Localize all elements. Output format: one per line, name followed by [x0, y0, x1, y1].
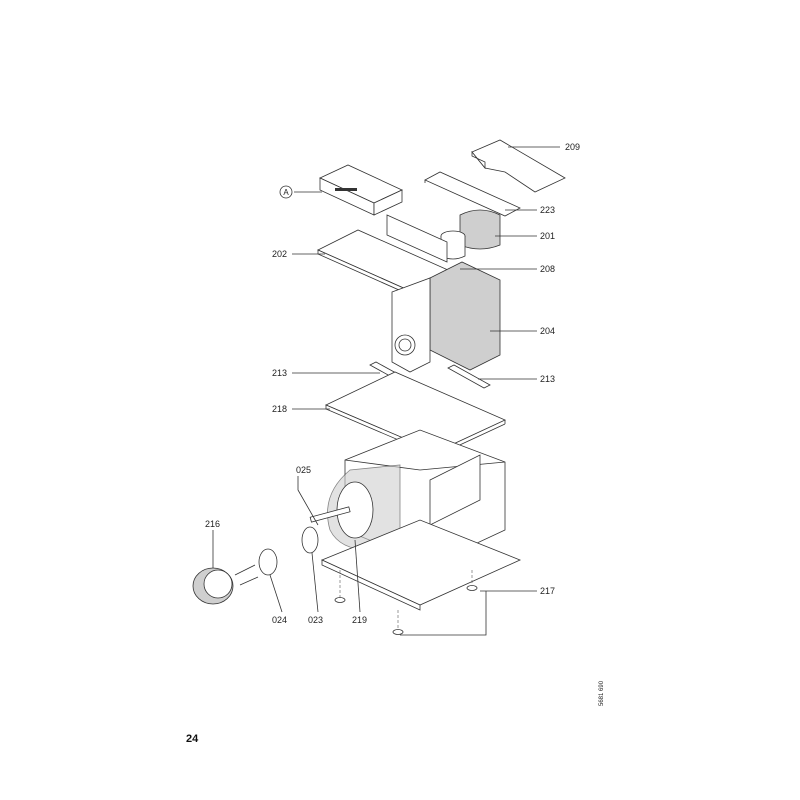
part-219-boiler-block — [309, 429, 506, 566]
callout-223: 223 — [540, 205, 555, 215]
callout-208: 208 — [540, 264, 555, 274]
callout-218: 218 — [272, 404, 287, 414]
callout-219: 219 — [352, 615, 367, 625]
part-217-base-frame — [320, 519, 522, 635]
callout-023: 023 — [308, 615, 323, 625]
drawing-id: 5681 690 — [599, 680, 605, 706]
part-208-bracket — [386, 214, 448, 263]
part-201-flue-pipe — [440, 209, 501, 260]
callout-213-right: 213 — [540, 374, 555, 384]
callout-a: A — [283, 188, 289, 197]
callout-202: 202 — [272, 249, 287, 259]
callout-201: 201 — [540, 231, 555, 241]
callout-216: 216 — [205, 519, 220, 529]
part-209-cover — [471, 139, 566, 193]
part-223-panel — [424, 171, 521, 217]
part-a-control-unit — [319, 164, 403, 216]
callout-025: 025 — [296, 465, 311, 475]
callout-204: 204 — [540, 326, 555, 336]
part-204-heat-exchanger — [391, 261, 501, 373]
callout-209: 209 — [565, 142, 580, 152]
callout-a-circle — [279, 185, 293, 199]
callout-217: 217 — [540, 586, 555, 596]
part-024-flange — [234, 548, 278, 586]
callout-024: 024 — [272, 615, 287, 625]
part-023-gasket — [301, 526, 319, 554]
leader-lines — [212, 146, 560, 636]
part-216-burner-cover — [192, 567, 234, 605]
page-number: 24 — [186, 733, 199, 745]
callout-213-left: 213 — [272, 368, 287, 378]
